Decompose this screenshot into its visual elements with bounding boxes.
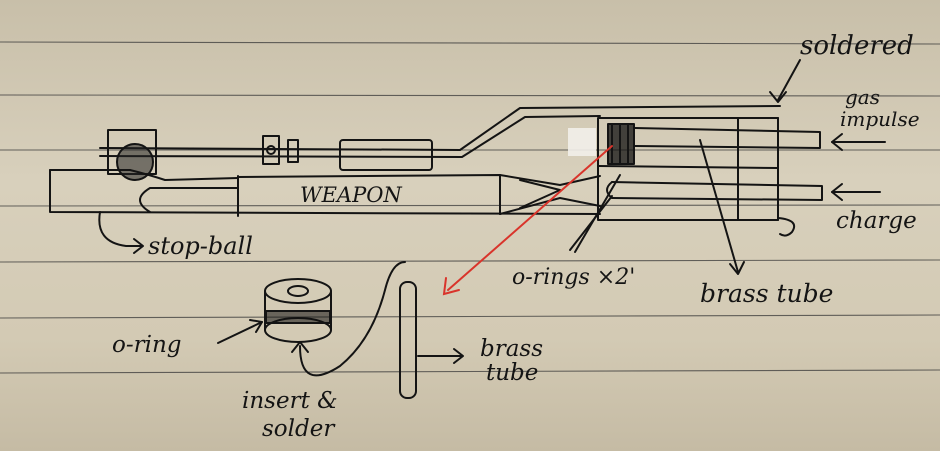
label-soldered: soldered	[800, 31, 914, 61]
gas-tube-upper	[99, 105, 781, 158]
insert-solder-pointer	[291, 261, 406, 377]
gas-impulse-arrow	[831, 133, 886, 151]
label-insert: insert &	[242, 388, 338, 414]
o-ring-insert	[264, 278, 332, 343]
ruled-lines	[0, 41, 940, 374]
tube-spool	[262, 135, 299, 165]
barrel-taper	[499, 174, 601, 215]
label-solder: solder	[262, 416, 336, 442]
gas-impulse-rod	[633, 127, 821, 149]
charge-arrow	[831, 183, 881, 201]
label-gas: gas	[845, 85, 880, 109]
label-o-ring: o-ring	[112, 332, 182, 358]
weapon-body	[49, 169, 601, 217]
highlight-patch	[568, 128, 596, 156]
label-weapon: WEAPON	[300, 183, 402, 207]
label-brass: brass	[480, 336, 543, 362]
o-rings-leader	[569, 174, 621, 253]
soldered-arrow	[769, 59, 801, 103]
red-arrow	[442, 145, 613, 296]
label-o-rings-x2: o-rings ×2'	[512, 265, 635, 290]
tube-coupling	[339, 139, 433, 171]
label-charge: charge	[836, 208, 917, 234]
brass-tube-leader-top	[699, 139, 745, 275]
o-ring-pointer	[217, 319, 263, 344]
brass-tube-pointer-bottom	[417, 348, 464, 364]
label-impulse: impulse	[840, 107, 920, 131]
label-tube: tube	[486, 360, 538, 386]
brass-tube-standalone	[399, 281, 417, 399]
right-housing	[597, 117, 779, 221]
stop-ball-pointer	[98, 211, 144, 254]
label-brass-tube-top: brass tube	[700, 279, 833, 308]
label-stop-ball: stop-ball	[148, 232, 253, 260]
